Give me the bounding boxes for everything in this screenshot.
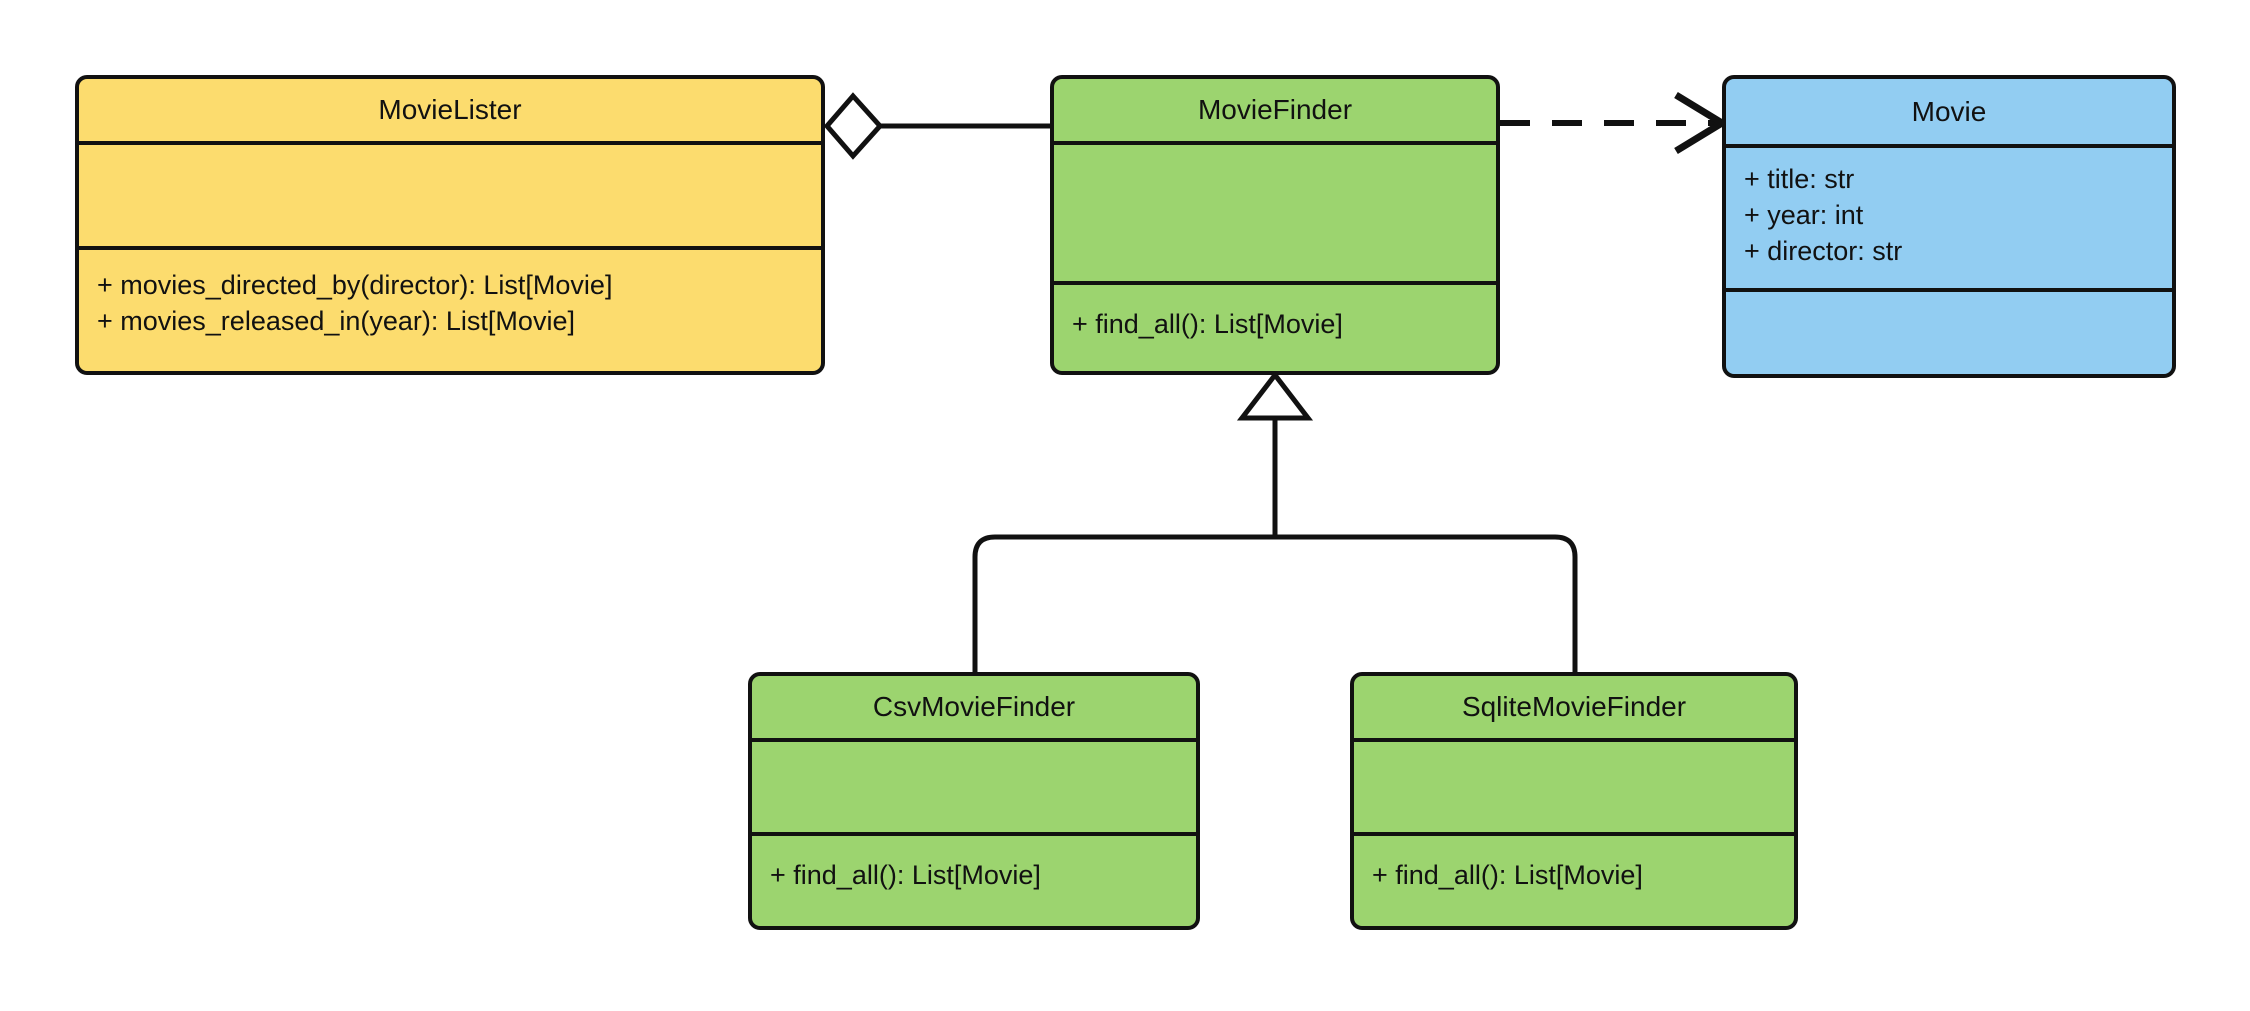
class-operations-csvmoviefinder: + find_all(): List[Movie] [752, 836, 1196, 926]
class-name-moviefinder: MovieFinder [1054, 79, 1496, 145]
operation-item: + movies_released_in(year): List[Movie] [97, 305, 575, 336]
hollow-diamond-marker [823, 92, 884, 160]
relationship-generalization-group [972, 370, 1578, 672]
hollow-triangle-marker [1236, 370, 1314, 421]
class-name-movielister: MovieLister [79, 79, 821, 145]
operation-item: + find_all(): List[Movie] [770, 860, 1041, 890]
class-name-sqlitemoviefinder: SqliteMovieFinder [1354, 676, 1794, 742]
class-attributes-movie: + title: str + year: int + director: str [1726, 148, 2172, 292]
class-box-csvmoviefinder[interactable]: CsvMovieFinder + find_all(): List[Movie] [748, 672, 1200, 930]
class-attributes-movielister [79, 145, 821, 250]
relationship-aggregation-movielister-moviefinder [823, 92, 1052, 160]
class-attributes-moviefinder [1054, 145, 1496, 285]
relationship-dependency-moviefinder-movie [1500, 92, 1729, 154]
operation-item: + movies_directed_by(director): List[Mov… [97, 270, 613, 300]
class-operations-moviefinder: + find_all(): List[Movie] [1054, 285, 1496, 371]
class-operations-movielister: + movies_directed_by(director): List[Mov… [79, 250, 821, 371]
class-box-moviefinder[interactable]: MovieFinder + find_all(): List[Movie] [1050, 75, 1500, 375]
class-name-movie: Movie [1726, 79, 2172, 148]
operation-item: + find_all(): List[Movie] [1372, 860, 1643, 890]
class-attributes-sqlitemoviefinder [1354, 742, 1794, 836]
class-operations-sqlitemoviefinder: + find_all(): List[Movie] [1354, 836, 1794, 926]
operation-item: + find_all(): List[Movie] [1072, 309, 1343, 339]
class-box-movie[interactable]: Movie + title: str + year: int + directo… [1722, 75, 2176, 378]
open-arrow-marker [1674, 92, 1729, 154]
attribute-item: + year: int [1744, 199, 1864, 230]
class-attributes-csvmoviefinder [752, 742, 1196, 836]
class-box-movielister[interactable]: MovieLister + movies_directed_by(directo… [75, 75, 825, 375]
class-operations-movie [1726, 292, 2172, 374]
attribute-item: + director: str [1744, 235, 1903, 266]
class-name-csvmoviefinder: CsvMovieFinder [752, 676, 1196, 742]
attribute-item: + title: str [1744, 164, 1855, 194]
class-box-sqlitemoviefinder[interactable]: SqliteMovieFinder + find_all(): List[Mov… [1350, 672, 1798, 930]
